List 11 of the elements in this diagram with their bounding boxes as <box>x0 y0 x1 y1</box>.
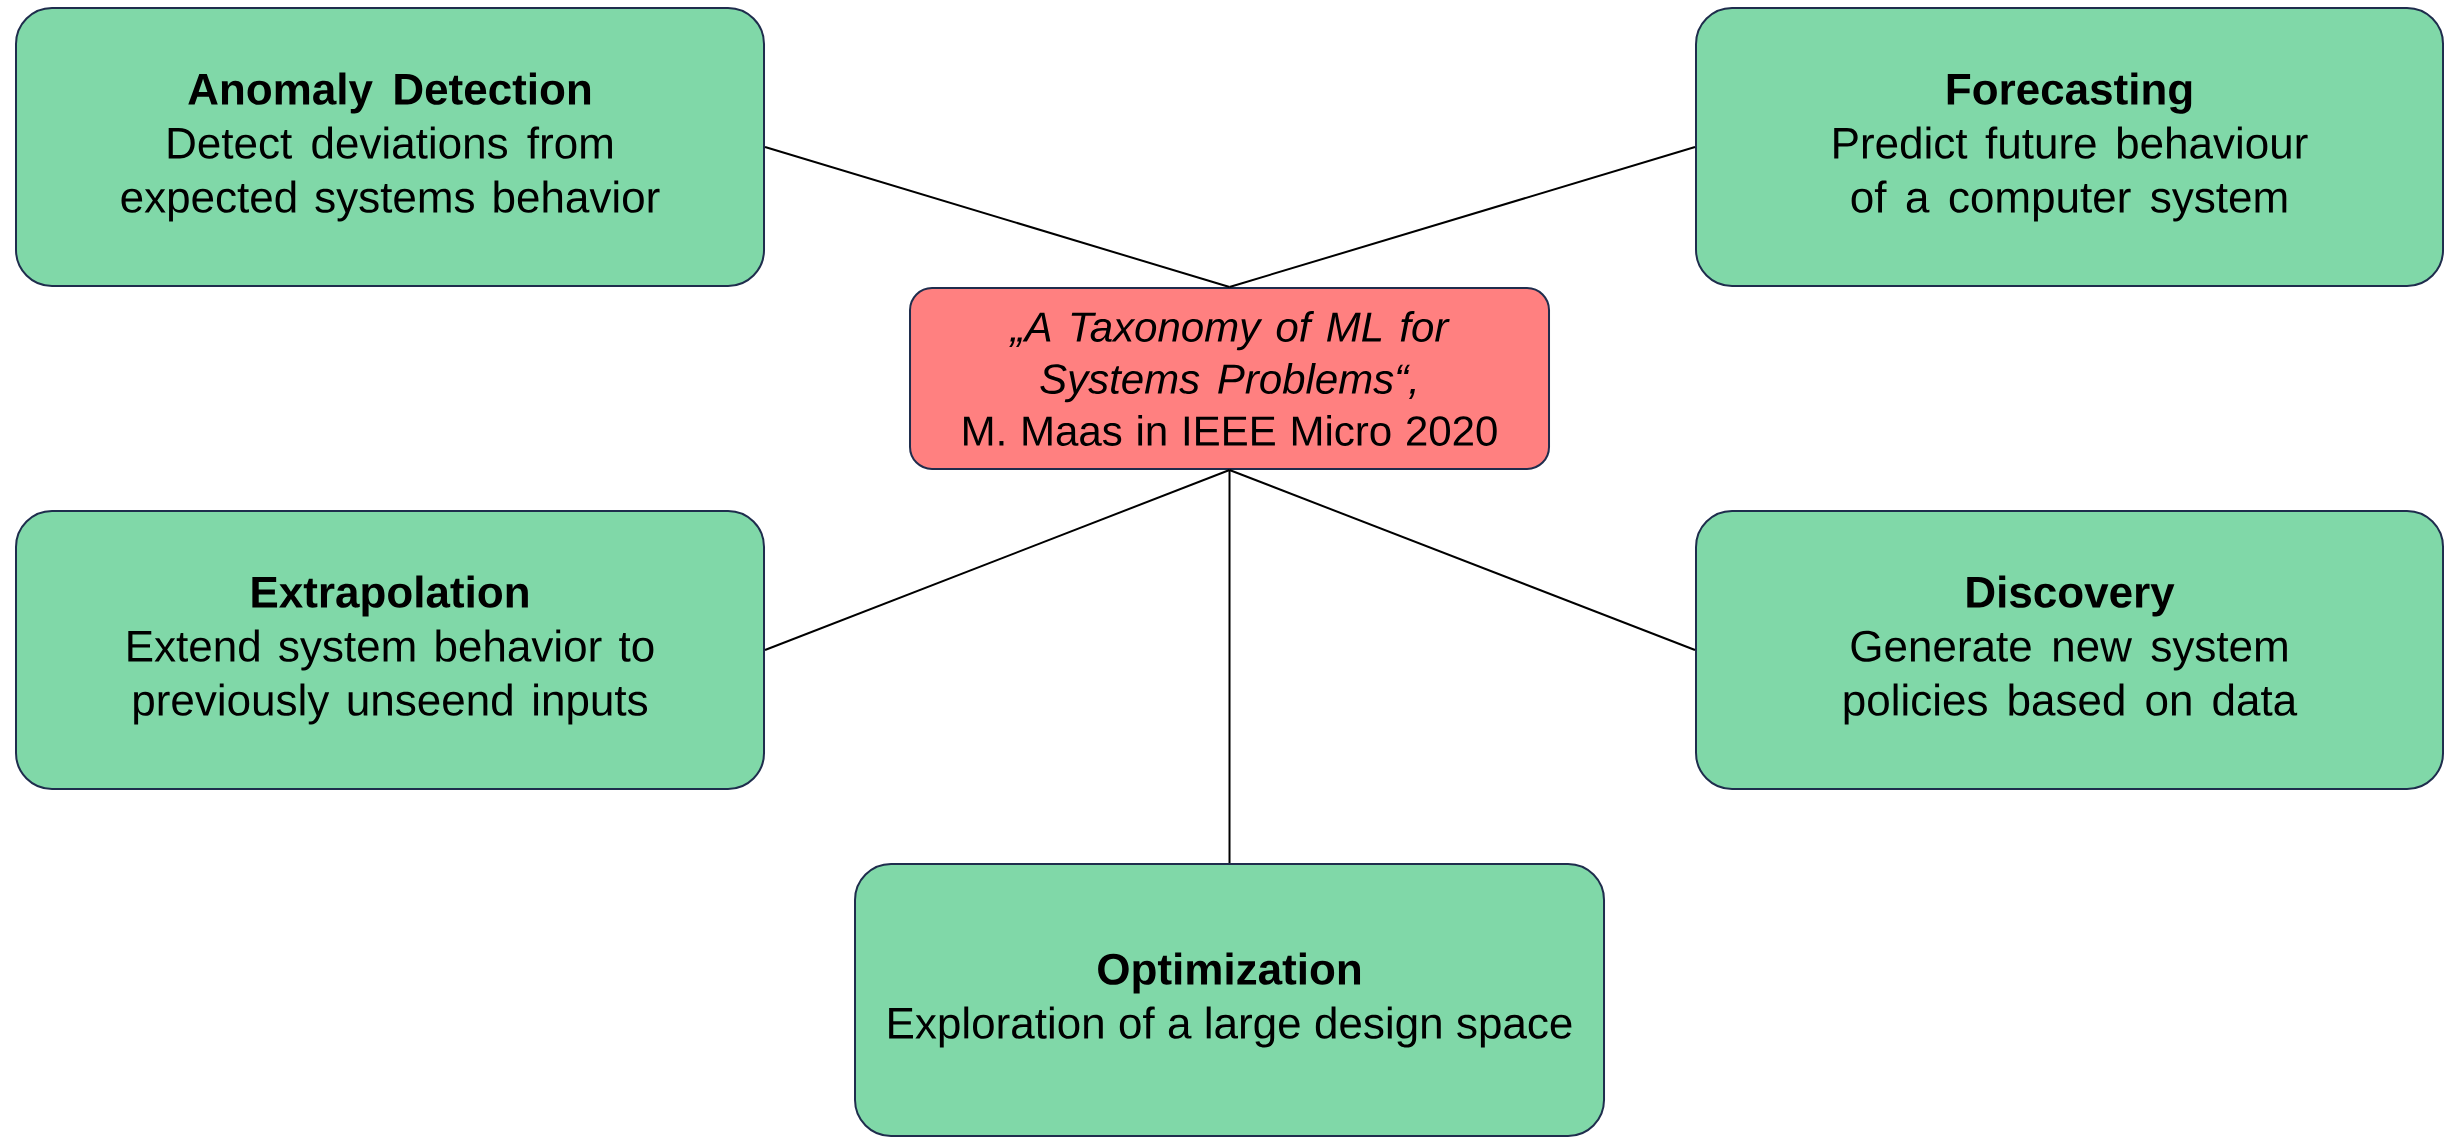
connector-line <box>1228 146 1696 288</box>
connector-line <box>1228 469 1231 864</box>
source-box: „A Taxonomy of ML for Systems Problems“, M. Maas in IEEE Micro 2020 <box>909 287 1550 470</box>
connector-line <box>1228 469 1696 651</box>
topic-box: Forecasting Predict future behaviour of a computer system <box>1695 7 2445 287</box>
topic-box: Extrapolation Extend system behavior to previously unseend inputs <box>15 510 765 790</box>
connector-line <box>764 469 1231 651</box>
topic-box: Optimization Exploration of a large design space <box>854 863 1605 1137</box>
topic-box: Discovery Generate new system policies based on data <box>1695 510 2445 790</box>
connector-line <box>764 146 1231 288</box>
topic-box: Anomaly Detection Detect deviations from expected systems behavior <box>15 7 765 287</box>
